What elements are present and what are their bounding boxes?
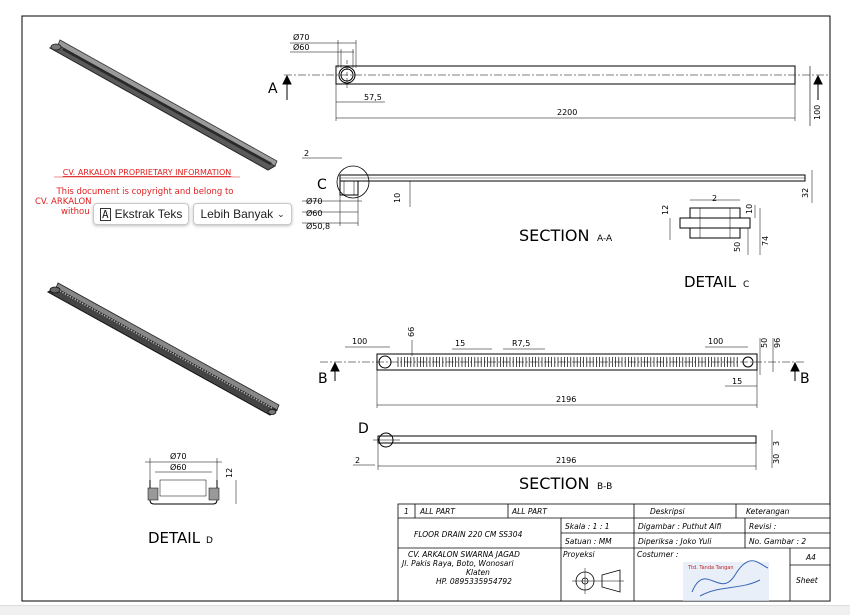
signature-image: Ttd. Tanda Tangan (683, 560, 769, 601)
callout-c: C (317, 177, 327, 193)
dim-b-15-top: 15 (455, 339, 465, 348)
dim-top-d70: Ø70 (293, 32, 309, 42)
section-b-sub: B-B (597, 482, 612, 492)
tb-deskripsi: Deskripsi (650, 507, 685, 516)
tb-digambar: Digambar : Puthut Alfi (638, 522, 722, 531)
section-a-sub: A-A (597, 234, 613, 244)
top-view-a (282, 40, 830, 126)
cut-label-a: A (268, 81, 278, 97)
dim-sb-2196: 2196 (556, 456, 576, 465)
dim-sa-32: 32 (801, 188, 810, 198)
grated-view-b (320, 338, 805, 408)
more-options-label: Lebih Banyak (200, 207, 274, 221)
dim-b-15-bottom: 15 (732, 377, 742, 386)
dim-sa-d70: Ø70 (306, 196, 322, 206)
dim-dd-d60: Ø60 (170, 462, 186, 472)
proprietary-line-1: This document is copyright and belong to (55, 187, 233, 197)
dim-dc-12: 12 (661, 205, 670, 215)
detail-d-title: DETAIL (148, 529, 201, 547)
dim-dc-74: 74 (761, 236, 770, 246)
section-b-title: SECTION (519, 474, 590, 493)
detail-c-sub: C (743, 280, 749, 290)
dim-top-d60: Ø60 (293, 42, 309, 52)
tb-diperiksa: Diperiksa : Joko Yuli (638, 537, 712, 546)
callout-d: D (358, 421, 369, 437)
dim-sb-3: 3 (772, 441, 781, 446)
dim-b-r7-5: R7,5 (512, 339, 530, 348)
dim-dc-50: 50 (733, 242, 742, 252)
tb-address-1: Jl. Pakis Raya, Boto, Wonosari (400, 559, 514, 568)
tb-address-2: Klaten (466, 568, 490, 577)
proprietary-line-2: CV. ARKALON (35, 197, 92, 207)
text-extract-icon: A (100, 207, 111, 221)
detail-c-title: DETAIL (684, 273, 737, 291)
section-a-a (302, 157, 813, 226)
selection-toolbar: A Ekstrak Teks Lebih Banyak ⌄ (93, 203, 292, 225)
tb-product: FLOOR DRAIN 220 CM SS304 (414, 530, 523, 539)
tb-proyeksi: Proyeksi (563, 550, 595, 559)
proprietary-title: CV. ARKALON PROPRIETARY INFORMATION (63, 168, 232, 177)
tb-no-gambar: No. Gambar : 2 (749, 537, 806, 546)
horizontal-scrollbar[interactable] (0, 605, 850, 615)
dim-top-100: 100 (813, 105, 822, 120)
section-a-title: SECTION (519, 226, 590, 245)
detail-c (669, 199, 761, 255)
dim-b-100-left: 100 (352, 337, 367, 346)
isometric-view-grated (46, 282, 280, 416)
dim-sa-2: 2 (304, 149, 309, 158)
extract-text-label: Ekstrak Teks (114, 207, 183, 221)
section-b-b (353, 430, 773, 470)
tb-item-no: 1 (404, 507, 409, 516)
detail-d (145, 458, 237, 505)
dim-top-57-5: 57,5 (364, 93, 382, 102)
tb-phone: HP. 0895335954792 (436, 577, 512, 586)
tb-revisi: Revisi : (749, 522, 776, 531)
tb-all-part-2: ALL PART (511, 507, 548, 516)
dim-sb-2: 2 (355, 456, 360, 465)
sign-caption: Ttd. Tanda Tangan (687, 565, 734, 571)
dim-b-66: 66 (407, 327, 416, 337)
dim-b-100-right: 100 (708, 337, 723, 346)
dim-dc-10: 10 (745, 204, 754, 214)
dim-top-2200: 2200 (557, 108, 577, 117)
dim-b-50: 50 (760, 338, 769, 348)
dim-b-96: 96 (773, 338, 782, 348)
dim-sa-d50-8: Ø50,8 (306, 221, 330, 231)
isometric-view-top (48, 39, 278, 171)
dim-sa-10: 10 (393, 193, 402, 203)
tb-all-part-1: ALL PART (419, 507, 456, 516)
cut-label-b-right: B (800, 371, 810, 387)
dim-dc-2: 2 (712, 194, 717, 203)
tb-keterangan: Keterangan (746, 507, 790, 516)
tb-company: CV. ARKALON SWARNA JAGAD (408, 550, 520, 559)
detail-d-sub: D (206, 536, 213, 546)
tb-skala: Skala : 1 : 1 (565, 522, 610, 531)
dim-dd-12: 12 (225, 468, 234, 478)
chevron-down-icon: ⌄ (277, 208, 285, 219)
tb-paper: A4 (805, 553, 816, 562)
tb-satuan: Satuan : MM (565, 537, 612, 546)
dim-sa-d60: Ø60 (306, 208, 322, 218)
proprietary-line-3: withou (61, 207, 90, 217)
tb-costumer: Costumer : (637, 550, 678, 559)
dim-sb-30: 30 (772, 454, 781, 464)
dim-dd-d70: Ø70 (170, 451, 186, 461)
dim-b-2196: 2196 (556, 395, 576, 404)
more-options-button[interactable]: Lebih Banyak ⌄ (193, 203, 292, 225)
tb-sheet: Sheet (796, 576, 819, 585)
cut-label-b-left: B (318, 371, 328, 387)
extract-text-button[interactable]: A Ekstrak Teks (93, 203, 190, 225)
